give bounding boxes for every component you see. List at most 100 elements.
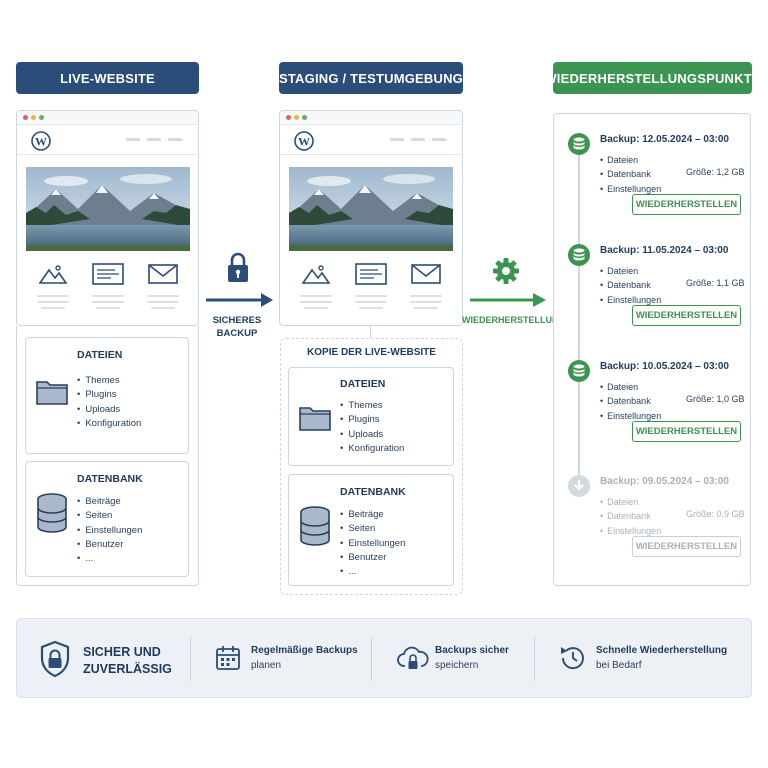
database-icon xyxy=(36,493,68,533)
staging-files-card: DATEIEN Themes Plugins Uploads Konfigura… xyxy=(288,367,454,466)
feature-schedule-title: Regelmäßige Backups xyxy=(251,645,358,656)
restore-button[interactable]: WIEDERHERSTELLEN xyxy=(632,194,741,215)
backup-contents-list: Dateien Datenbank Einstellungen xyxy=(600,264,661,307)
feature-schedule-text: planen xyxy=(251,660,282,671)
lock-icon xyxy=(228,252,248,282)
download-icon xyxy=(567,474,591,498)
mountain-icon xyxy=(37,265,68,284)
site-nav xyxy=(280,125,462,155)
backup-label-line2: BACKUP xyxy=(216,328,258,339)
close-dot-icon xyxy=(286,115,291,120)
list-item: Seiten xyxy=(77,509,142,523)
live-files-title: DATEIEN xyxy=(77,349,123,361)
calendar-icon xyxy=(216,646,240,670)
feature-storage: Backups sicher speichern xyxy=(435,643,509,673)
secure-reliable-label: SICHER UND ZUVERLÄSSIG xyxy=(83,644,172,678)
feature-schedule: Regelmäßige Backups planen xyxy=(251,643,358,673)
live-files-card: DATEIEN Themes Plugins Uploads Konfigura… xyxy=(25,337,189,454)
database-icon xyxy=(567,132,591,156)
list-item: Plugins xyxy=(77,388,141,402)
staging-copy-label: KOPIE DER LIVE-WEBSITE xyxy=(307,347,436,358)
landscape-image xyxy=(26,167,190,251)
folder-icon xyxy=(35,378,69,406)
staging-files-title: DATEIEN xyxy=(340,378,386,390)
header-restore-points: WIEDERHERSTELLUNGSPUNKTE xyxy=(544,62,761,94)
list-item: Einstellungen xyxy=(77,524,142,538)
list-item: Uploads xyxy=(77,403,141,417)
backup-title: Backup: 10.05.2024 – 03:00 xyxy=(600,361,729,372)
minimize-dot-icon xyxy=(31,115,36,120)
connector-line xyxy=(370,326,371,338)
backup-title: Backup: 09.05.2024 – 03:00 xyxy=(600,476,729,487)
divider xyxy=(190,637,191,681)
staging-database-title: DATENBANK xyxy=(340,486,406,498)
secure-line2: ZUVERLÄSSIG xyxy=(83,662,172,676)
restore-button[interactable]: WIEDERHERSTELLEN xyxy=(632,421,741,442)
timeline-line xyxy=(578,150,580,490)
live-files-list: Themes Plugins Uploads Konfiguration xyxy=(77,374,141,431)
staging-copy-container xyxy=(280,338,463,595)
staging-files-list: Themes Plugins Uploads Konfiguration xyxy=(340,399,404,456)
list-item: Themes xyxy=(77,374,141,388)
live-database-list: Beiträge Seiten Einstellungen Benutzer .… xyxy=(77,495,142,566)
list-item: ... xyxy=(340,565,405,579)
landscape-image xyxy=(289,167,453,251)
database-icon xyxy=(299,506,331,546)
backup-arrow xyxy=(206,293,273,307)
restore-arrow-label: WIEDERHERSTELLUNG xyxy=(462,315,566,325)
live-content-container xyxy=(16,326,199,586)
shield-lock-icon xyxy=(40,640,70,678)
cloud-lock-icon xyxy=(397,646,429,669)
mail-icon xyxy=(147,264,178,284)
backup-size: Größe: 0,9 GB xyxy=(686,509,745,519)
backup-contents-list: Dateien Datenbank Einstellungen xyxy=(600,495,661,538)
list-item: Einstellungen xyxy=(600,293,661,307)
list-item: Beiträge xyxy=(77,495,142,509)
wordpress-logo-icon xyxy=(31,131,51,151)
wordpress-logo-icon xyxy=(294,131,314,151)
backup-contents-list: Dateien Datenbank Einstellungen xyxy=(600,380,661,423)
list-item: Uploads xyxy=(340,428,404,442)
backup-label-line1: SICHERES xyxy=(212,315,262,326)
folder-icon xyxy=(298,404,332,432)
divider xyxy=(371,637,372,681)
list-item: Themes xyxy=(340,399,404,413)
divider xyxy=(534,637,535,681)
list-item: Plugins xyxy=(340,413,404,427)
gear-icon xyxy=(493,258,519,284)
live-database-card: DATENBANK Beiträge Seiten Einstellungen … xyxy=(25,461,189,577)
feature-fast-restore-title: Schnelle Wiederherstellung xyxy=(596,645,728,656)
backup-size: Größe: 1,1 GB xyxy=(686,278,745,288)
list-item: Dateien xyxy=(600,380,661,394)
feature-fast-restore: Schnelle Wiederherstellung bei Bedarf xyxy=(596,643,727,673)
list-item: Datenbank xyxy=(600,167,661,181)
window-icon xyxy=(355,263,387,285)
list-item: Einstellungen xyxy=(340,537,405,551)
list-item: Benutzer xyxy=(77,538,142,552)
list-item: Konfiguration xyxy=(77,417,141,431)
header-live-website: LIVE-WEBSITE xyxy=(16,62,199,94)
restore-button[interactable]: WIEDERHERSTELLEN xyxy=(632,536,741,557)
live-browser-window xyxy=(16,110,199,326)
staging-database-list: Beiträge Seiten Einstellungen Benutzer .… xyxy=(340,508,405,579)
minimize-dot-icon xyxy=(294,115,299,120)
browser-titlebar xyxy=(17,111,198,125)
list-item: Datenbank xyxy=(600,394,661,408)
backup-title: Backup: 12.05.2024 – 03:00 xyxy=(600,134,729,145)
backup-size: Größe: 1,2 GB xyxy=(686,167,745,177)
list-item: Beiträge xyxy=(340,508,405,522)
header-staging: STAGING / TESTUMGEBUNG xyxy=(279,62,463,94)
browser-titlebar xyxy=(280,111,462,125)
feature-storage-text: speichern xyxy=(435,660,479,671)
list-item: Datenbank xyxy=(600,509,661,523)
restore-button[interactable]: WIEDERHERSTELLEN xyxy=(632,305,741,326)
secure-line1: SICHER UND xyxy=(83,645,161,659)
list-item: Dateien xyxy=(600,495,661,509)
list-item: Konfiguration xyxy=(340,442,404,456)
list-item: Benutzer xyxy=(340,551,405,565)
features-footer: SICHER UND ZUVERLÄSSIG Regelmäßige Backu… xyxy=(16,618,752,698)
maximize-dot-icon xyxy=(302,115,307,120)
staging-database-card: DATENBANK Beiträge Seiten Einstellungen … xyxy=(288,474,454,586)
feature-fast-restore-text: bei Bedarf xyxy=(596,660,642,671)
backup-contents-list: Dateien Datenbank Einstellungen xyxy=(600,153,661,196)
